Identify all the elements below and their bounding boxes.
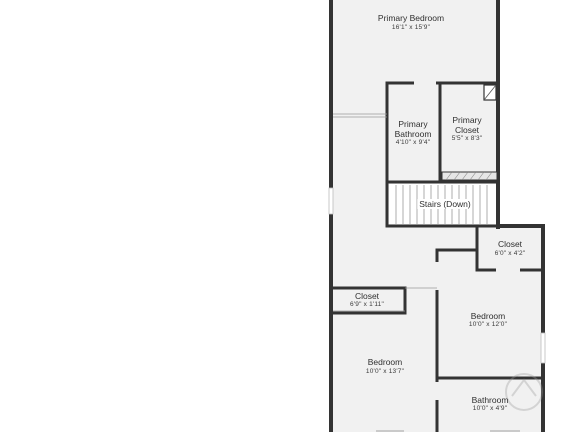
exterior-walls: [329, 0, 545, 432]
windows: [328, 187, 546, 364]
room-closet-left-dims: 6'9" x 1'11": [350, 301, 384, 308]
room-closet-right-dims: 6'0" x 4'2": [494, 250, 526, 257]
room-primary-closet-dims: 5'5" x 8'3": [451, 135, 483, 142]
stairs-treads: [389, 184, 496, 224]
room-closet-right-name: Closet: [497, 239, 523, 249]
room-closet-left-name: Closet: [354, 291, 380, 301]
thin-lines: [333, 113, 437, 312]
room-primary-bathroom-name-2: Bathroom: [394, 129, 432, 139]
room-stairs-name: Stairs (Down): [417, 199, 473, 209]
room-primary-bathroom-dims: 4'10" x 9'4": [395, 139, 431, 146]
room-primary-bedroom-name: Primary Bedroom: [377, 13, 445, 23]
room-primary-closet-name-1: Primary: [452, 115, 482, 125]
watermark-logo: [505, 373, 543, 411]
room-bedroom-right-dims: 10'0" x 12'0": [468, 321, 508, 328]
room-primary-closet-name-2: Closet: [454, 125, 480, 135]
room-bedroom-left-name: Bedroom: [367, 357, 403, 367]
door-openings: [414, 81, 520, 400]
room-bedroom-right-name: Bedroom: [470, 311, 506, 321]
room-primary-bathroom-name-1: Primary: [398, 119, 428, 129]
room-bathroom-dims: 10'0" x 4'9": [472, 405, 508, 412]
room-bathroom-name: Bathroom: [471, 395, 509, 405]
room-primary-bedroom-dims: 16'1" x 15'9": [391, 24, 431, 31]
room-bedroom-left-dims: 10'0" x 13'7": [365, 368, 405, 375]
closet-shelf: [441, 84, 498, 181]
